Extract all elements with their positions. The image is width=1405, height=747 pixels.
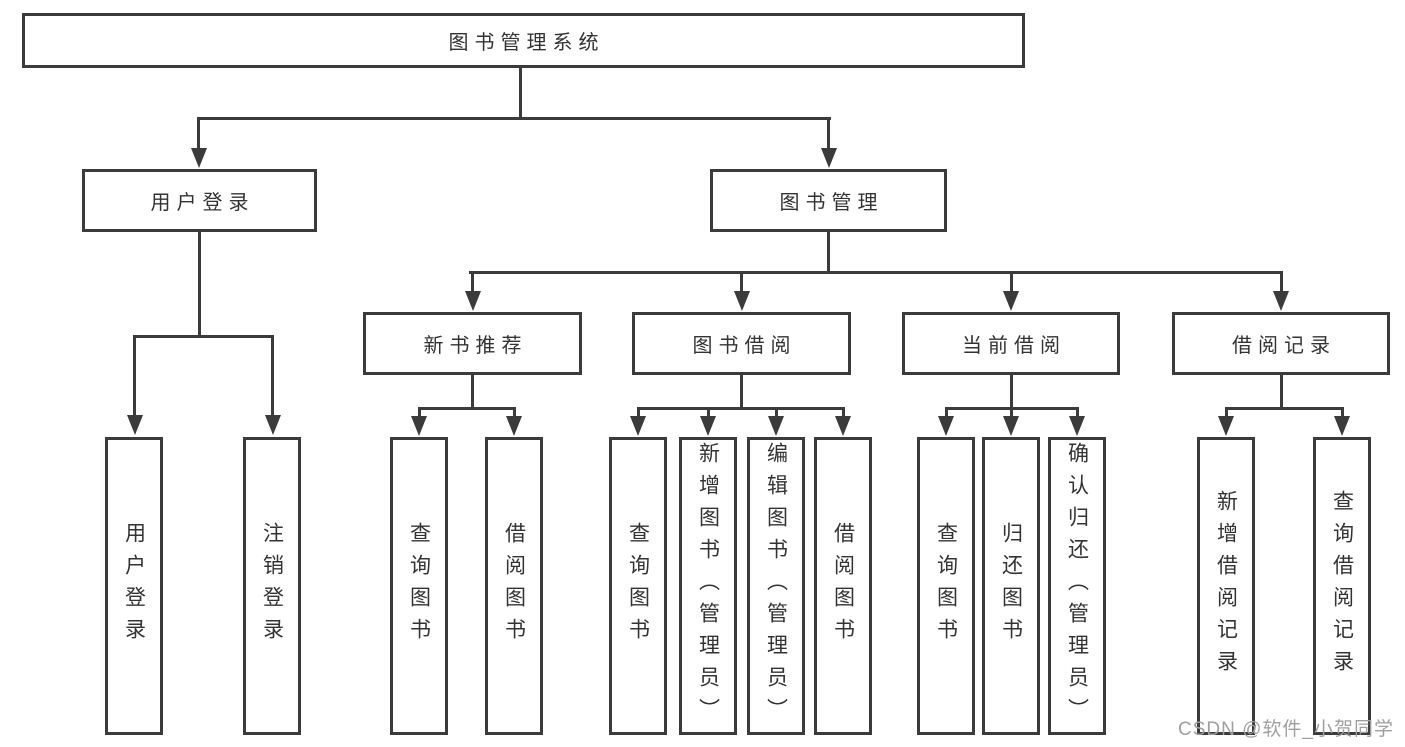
stem-line <box>740 375 743 409</box>
node-book-borrowing: 图书借阅 <box>632 312 851 375</box>
leaf-label: 查询图书 <box>934 522 958 650</box>
arrow-down-icon <box>768 416 784 436</box>
arrow-down-icon <box>191 148 207 168</box>
leaf-query-books-current: 查询图书 <box>917 437 975 735</box>
node-label: 图书管理系统 <box>448 32 605 54</box>
arrow-down-icon <box>265 415 281 435</box>
node-label: 图书借阅 <box>692 335 797 357</box>
leaf-label: 借阅图书 <box>831 522 855 650</box>
drop-line <box>707 407 710 418</box>
leaf-label: 编辑图书（管理员） <box>764 442 788 730</box>
stem-line <box>827 232 830 273</box>
csdn-watermark: CSDN @软件_小贺同学 <box>1178 719 1394 740</box>
leaf-label: 归还图书 <box>999 522 1023 650</box>
leaf-query-borrow-record: 查询借阅记录 <box>1313 437 1371 735</box>
drop-line <box>945 407 948 418</box>
drop-line <box>418 407 421 418</box>
arrow-down-icon <box>1218 416 1234 436</box>
leaf-label: 查询借阅记录 <box>1330 490 1354 682</box>
drop-line <box>471 271 474 293</box>
stem-line <box>1010 375 1013 409</box>
leaf-edit-books-admin: 编辑图书（管理员） <box>747 437 805 735</box>
arrow-down-icon <box>411 416 427 436</box>
node-new-book-recommend: 新书推荐 <box>363 312 582 375</box>
arrow-down-icon <box>1273 291 1289 311</box>
arrow-down-icon <box>506 416 522 436</box>
leaf-label: 查询图书 <box>626 522 650 650</box>
node-book-management: 图书管理 <box>710 169 947 232</box>
drop-line <box>1010 271 1013 293</box>
drop-line <box>740 271 743 293</box>
leaf-logout: 注销登录 <box>243 437 301 735</box>
leaf-confirm-return-admin: 确认归还（管理员） <box>1048 437 1106 735</box>
leaf-label: 用户登录 <box>122 522 146 650</box>
leaf-add-borrow-record: 新增借阅记录 <box>1197 437 1255 735</box>
node-borrowing-records: 借阅记录 <box>1172 312 1390 375</box>
arrow-down-icon <box>821 148 837 168</box>
drop-line <box>775 407 778 418</box>
arrow-down-icon <box>1069 416 1085 436</box>
stem-line <box>1280 375 1283 409</box>
node-current-borrowing: 当前借阅 <box>902 312 1120 375</box>
stem-line <box>471 375 474 409</box>
branch-line <box>637 407 845 410</box>
drop-line <box>133 335 136 417</box>
node-user-login: 用户登录 <box>82 169 317 232</box>
node-label: 图书管理 <box>779 192 884 214</box>
root-stem-line <box>519 68 522 119</box>
leaf-user-login: 用户登录 <box>105 437 163 735</box>
drop-line <box>1341 407 1344 418</box>
arrow-down-icon <box>835 416 851 436</box>
leaf-label: 查询图书 <box>407 522 431 650</box>
drop-line <box>842 407 845 418</box>
arrow-down-icon <box>465 291 481 311</box>
drop-line <box>1076 407 1079 418</box>
leaf-query-books-borrowing: 查询图书 <box>609 437 667 735</box>
stem-line <box>198 232 201 337</box>
branch-line <box>133 335 274 338</box>
arrow-down-icon <box>734 291 750 311</box>
node-root-system: 图书管理系统 <box>22 13 1025 68</box>
leaf-label: 新增图书（管理员） <box>696 442 720 730</box>
arrow-down-icon <box>938 416 954 436</box>
drop-line <box>513 407 516 418</box>
drop-line <box>827 117 830 150</box>
branch-line <box>418 407 516 410</box>
leaf-return-books: 归还图书 <box>982 437 1040 735</box>
drop-line <box>1280 271 1283 293</box>
leaf-add-books-admin: 新增图书（管理员） <box>679 437 737 735</box>
leaf-label: 确认归还（管理员） <box>1065 442 1089 730</box>
drop-line <box>197 117 200 150</box>
drop-line <box>1010 407 1013 418</box>
node-label: 新书推荐 <box>423 335 528 357</box>
leaf-label: 借阅图书 <box>502 522 526 650</box>
leaf-borrow-books-borrowing: 借阅图书 <box>814 437 872 735</box>
drop-line <box>637 407 640 418</box>
node-label: 用户登录 <box>150 192 255 214</box>
branch-line <box>1225 407 1344 410</box>
root-branch-line <box>197 117 831 120</box>
arrow-down-icon <box>127 415 143 435</box>
drop-line <box>1225 407 1228 418</box>
arrow-down-icon <box>630 416 646 436</box>
branch-line <box>469 271 1283 274</box>
arrow-down-icon <box>700 416 716 436</box>
leaf-query-books-recommend: 查询图书 <box>390 437 448 735</box>
arrow-down-icon <box>1334 416 1350 436</box>
arrow-down-icon <box>1003 416 1019 436</box>
leaf-label: 注销登录 <box>260 522 284 650</box>
arrow-down-icon <box>1003 291 1019 311</box>
leaf-label: 新增借阅记录 <box>1214 490 1238 682</box>
drop-line <box>271 335 274 417</box>
node-label: 当前借阅 <box>962 335 1066 357</box>
node-label: 借阅记录 <box>1232 335 1336 357</box>
leaf-borrow-books-recommend: 借阅图书 <box>485 437 543 735</box>
